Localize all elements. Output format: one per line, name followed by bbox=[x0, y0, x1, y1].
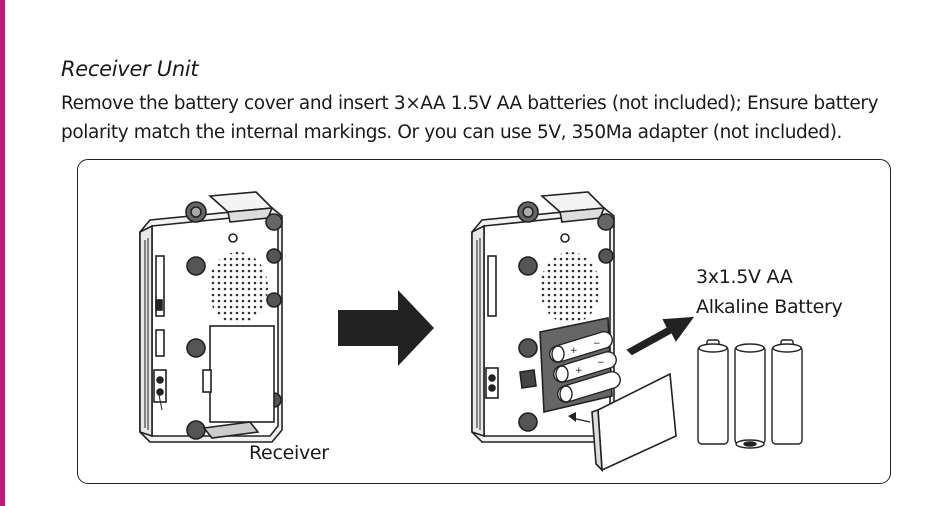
aa-batteries-icon bbox=[697, 339, 803, 449]
insert-arrow-icon bbox=[626, 316, 695, 356]
svg-text:−: − bbox=[597, 358, 605, 368]
receiver-illustration: + − + − bbox=[139, 191, 803, 473]
illustration-frame: + − + − Receiver 3x1.5V AA A bbox=[77, 159, 891, 484]
right-arrow-icon bbox=[338, 290, 434, 366]
battery-label-line1: 3x1.5V AA bbox=[696, 266, 793, 288]
receiver-open-view: + − + − bbox=[471, 191, 677, 473]
instruction-paragraph: Remove the battery cover and insert 3×AA… bbox=[61, 93, 879, 143]
receiver-back-view bbox=[139, 191, 283, 443]
svg-text:−: − bbox=[593, 339, 601, 349]
svg-text:+: + bbox=[575, 366, 583, 376]
section-heading: Receiver Unit bbox=[61, 57, 199, 81]
battery-label-line2: Alkaline Battery bbox=[696, 296, 843, 318]
left-accent-bar bbox=[0, 0, 5, 506]
receiver-label: Receiver bbox=[249, 442, 329, 464]
svg-text:+: + bbox=[570, 346, 578, 356]
